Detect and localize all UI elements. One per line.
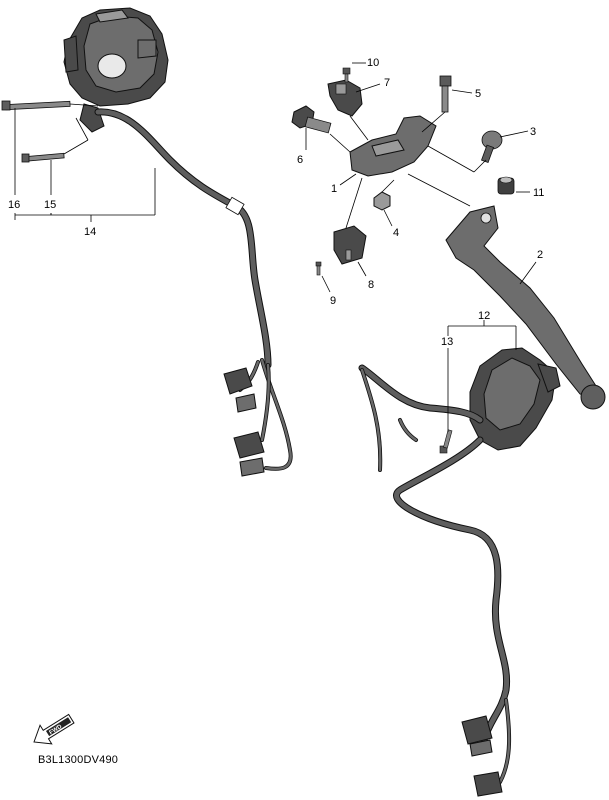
leader-lines: [14, 62, 537, 432]
lever-holder-1: [349, 115, 437, 177]
switch-7: [327, 79, 363, 117]
callout-11: 11: [533, 187, 544, 199]
callout-13: 13: [441, 336, 453, 348]
callout-labels: 16 15 14 10 7 5 3 6 1 11 4 2 8 9 12 13: [8, 57, 544, 348]
nut-4: [373, 191, 391, 211]
callout-6: 6: [297, 154, 303, 166]
handlebar-switch-left: [63, 7, 169, 133]
callout-15: 15: [44, 199, 56, 211]
bolt-5: [439, 75, 452, 113]
screw-13: [439, 429, 453, 454]
callout-7: 7: [384, 77, 390, 89]
callout-8: 8: [368, 279, 374, 291]
callout-16: 16: [8, 199, 20, 211]
callout-3: 3: [530, 126, 536, 138]
fwd-arrow-icon: FWD: [33, 713, 75, 745]
left-switch-wire-harness: [94, 108, 293, 477]
callout-10: 10: [367, 57, 379, 69]
switch-8: [333, 225, 367, 265]
lever-2: [445, 205, 606, 410]
screw-9: [315, 261, 322, 276]
callout-4: 4: [393, 227, 399, 239]
screw-16: [1, 100, 71, 111]
right-switch-wire-harness: [358, 364, 512, 797]
bolt-6: [291, 105, 332, 134]
callout-1: 1: [331, 183, 337, 195]
callout-12: 12: [478, 310, 490, 322]
diagram-code: B3L1300DV490: [38, 754, 118, 766]
handlebar-switch-right: [469, 347, 561, 451]
screw-10: [342, 67, 351, 83]
callout-2: 2: [537, 249, 543, 261]
adjuster-3: [480, 130, 503, 164]
callout-14: 14: [84, 226, 96, 238]
callout-9: 9: [330, 295, 336, 307]
screw-15: [21, 152, 65, 163]
collar-11: [497, 176, 515, 195]
callout-5: 5: [475, 88, 481, 100]
